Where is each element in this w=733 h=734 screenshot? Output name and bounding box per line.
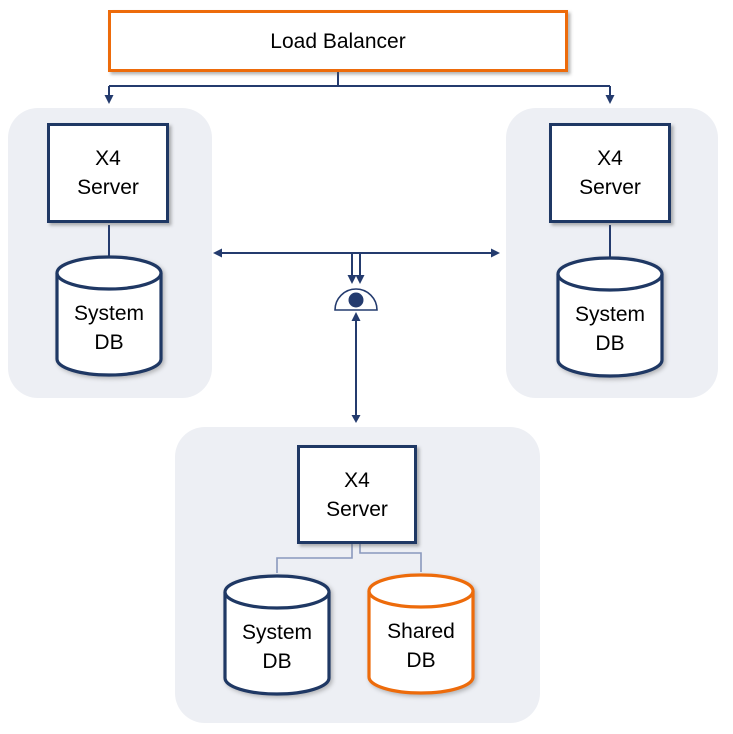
db-label-line: DB [94,331,124,354]
db-label-line: DB [262,650,292,673]
arrow-up-icon [351,312,361,321]
database-cylinder-icon [556,256,664,378]
db-label-line: System [73,302,144,325]
server-label-line: Server [579,176,641,199]
db-label-line: System [241,621,312,644]
server-label-line: Server [326,497,388,521]
arrow-down-icon [347,275,357,284]
arrow-down-icon [355,275,365,284]
system-db-left: System DB [55,255,163,377]
db-label-line: System [574,303,645,326]
db-label-line: DB [406,649,436,672]
arrow-right-icon [491,248,500,258]
junction-dot [348,292,364,308]
system-db-bottom: System DB [223,574,331,696]
server-label-line: X4 [597,147,623,170]
database-cylinder-icon [223,574,331,696]
server-node-right: X4 Server [549,123,671,223]
junction-dome-shape [334,288,378,311]
server-label-line: X4 [95,147,121,170]
db-label-line: Shared [387,620,455,643]
shared-db: Shared DB [367,573,475,695]
load-balancer-label: Load Balancer [270,29,406,53]
database-cylinder-icon [367,573,475,695]
system-db-right: System DB [556,256,664,378]
server-node-left: X4 Server [47,123,169,223]
server-node-bottom: X4 Server [297,445,417,544]
arrow-down-icon [104,95,114,104]
junction-dome-icon [334,288,378,311]
server-label-line: Server [77,176,139,199]
load-balancer-node: Load Balancer [108,10,568,72]
arrow-down-icon [605,95,615,104]
db-label-line: DB [595,332,625,355]
arrow-left-icon [213,248,222,258]
arrow-down-icon [351,415,361,423]
lb-to-servers-connector [108,72,611,95]
database-cylinder-icon [55,255,163,377]
server-label-line: X4 [344,468,370,492]
